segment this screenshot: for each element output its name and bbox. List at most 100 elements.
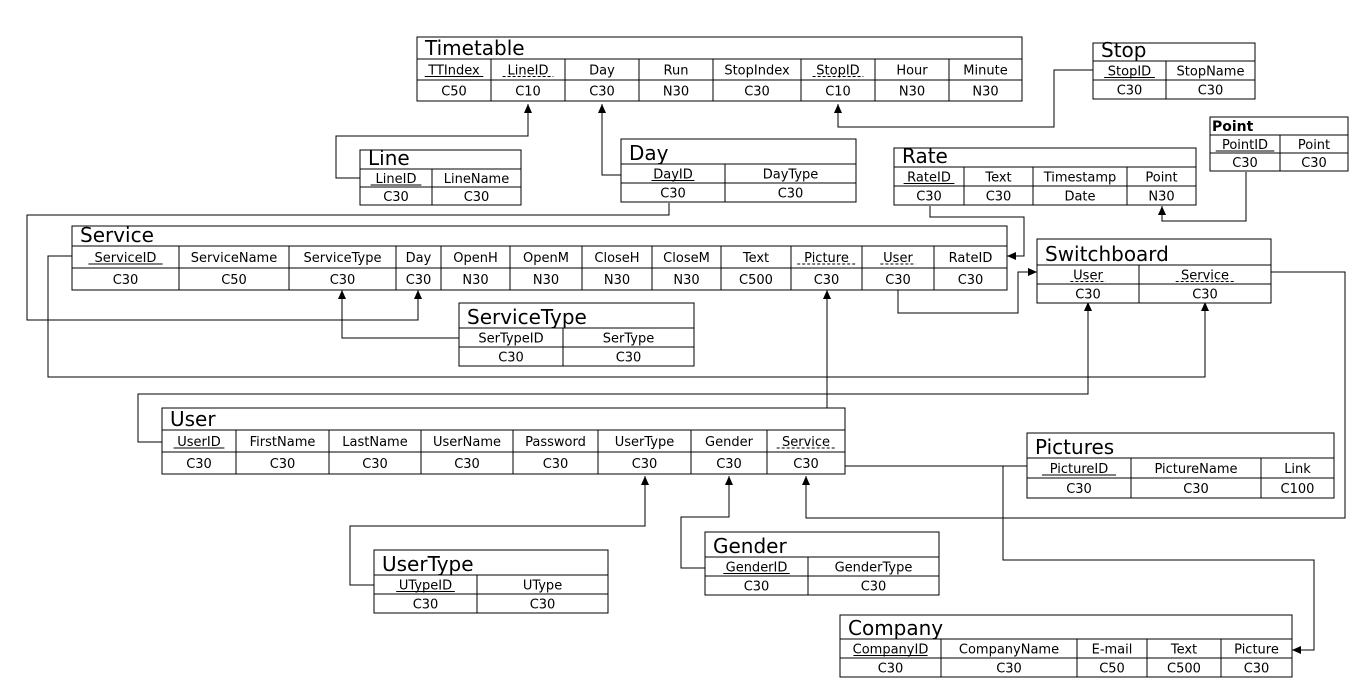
column-header: PictureID — [1050, 462, 1109, 477]
column-type: N30 — [604, 273, 630, 288]
column-type: C30 — [1066, 482, 1092, 497]
column-header: RateID — [949, 251, 993, 266]
column-type: C30 — [113, 273, 139, 288]
column-type: C30 — [778, 187, 804, 202]
column-header: UserID — [177, 435, 220, 450]
column-type: C100 — [1281, 482, 1315, 497]
column-header: UserName — [433, 435, 501, 450]
link-user-switchboard — [137, 302, 1092, 443]
column-header: StopID — [1108, 65, 1151, 80]
arrowhead-icon — [1028, 268, 1037, 276]
column-header: GenderType — [835, 561, 913, 576]
column-header: StopName — [1177, 65, 1245, 80]
column-type: C50 — [1099, 662, 1125, 677]
column-type: C30 — [1117, 84, 1143, 99]
column-type: C30 — [1192, 288, 1218, 303]
column-header: CloseH — [594, 251, 639, 266]
column-type: C30 — [632, 457, 658, 472]
column-header: GenderID — [726, 561, 788, 576]
column-header: StopIndex — [724, 64, 790, 79]
column-header: User — [883, 251, 913, 266]
column-header: Timestamp — [1043, 171, 1117, 186]
column-type: N30 — [673, 273, 699, 288]
column-header: Run — [664, 64, 689, 79]
link-rate-service — [929, 206, 1025, 260]
table-pictures: PicturesPictureIDC30PictureNameC30LinkC1… — [1026, 432, 1335, 499]
arrowhead-icon — [641, 476, 649, 485]
table-title: UserType — [382, 552, 474, 576]
column-type: C30 — [464, 190, 490, 205]
column-header: E-mail — [1092, 643, 1133, 658]
column-type: N30 — [972, 85, 998, 100]
link-line-timetable — [335, 104, 532, 179]
arrowhead-icon — [802, 476, 810, 485]
link-gender-user — [680, 476, 733, 569]
link-switchboard-user — [802, 271, 1346, 519]
arrowhead-icon — [823, 290, 831, 299]
link-pictures-company-2 — [1002, 466, 1315, 654]
column-type: C30 — [814, 273, 840, 288]
column-header: Password — [525, 435, 586, 450]
column-type: C30 — [996, 662, 1022, 677]
table-title: Rate — [902, 144, 948, 168]
column-type: C10 — [825, 85, 851, 100]
column-type: C10 — [515, 85, 541, 100]
arrowhead-icon — [524, 104, 532, 113]
arrowhead-icon — [1292, 646, 1301, 654]
arrowhead-icon — [598, 104, 606, 113]
table-title: Service — [80, 223, 154, 247]
column-type: C30 — [530, 598, 556, 613]
link-usertype-user — [349, 476, 649, 586]
column-header: LineName — [444, 172, 509, 187]
link-servicetype-service — [338, 290, 459, 339]
column-type: C30 — [589, 85, 615, 100]
column-header: LineID — [376, 172, 417, 187]
column-header: LineID — [508, 64, 549, 79]
column-header: Minute — [963, 64, 1007, 79]
column-header: Gender — [705, 435, 754, 450]
arrowhead-icon — [1084, 302, 1092, 311]
column-header: Text — [1170, 643, 1197, 658]
column-type: C30 — [1232, 156, 1258, 171]
column-header: ServiceType — [304, 251, 382, 266]
entity-tables: TimetableTTIndexC50LineIDC10DayC30RunN30… — [71, 36, 1349, 678]
arrowhead-icon — [1201, 302, 1209, 311]
table-title: ServiceType — [467, 305, 587, 329]
column-type: C30 — [270, 457, 296, 472]
column-header: Link — [1284, 462, 1311, 477]
column-header: Point — [1145, 171, 1177, 186]
link-service-switchboard — [897, 268, 1037, 314]
column-type: N30 — [663, 85, 689, 100]
column-type: C500 — [739, 273, 773, 288]
column-type: C50 — [221, 273, 247, 288]
column-header: CompanyID — [853, 643, 929, 658]
table-title: Company — [848, 616, 943, 640]
column-type: C50 — [441, 85, 467, 100]
arrowhead-icon — [414, 290, 422, 299]
column-type: Date — [1064, 190, 1095, 205]
column-header: Point — [1298, 138, 1330, 153]
table-title: Gender — [713, 534, 787, 558]
column-header: ServiceName — [191, 251, 277, 266]
column-header: Service — [782, 435, 830, 450]
table-title: User — [170, 407, 216, 431]
table-company: CompanyCompanyIDC30CompanyNameC30E-mailC… — [839, 614, 1293, 678]
column-type: C30 — [543, 457, 569, 472]
column-header: SerType — [603, 332, 654, 347]
column-header: Day — [589, 64, 615, 79]
column-type: C30 — [330, 273, 356, 288]
column-header: StopID — [816, 64, 859, 79]
link-serviceid-switchboard — [47, 255, 1209, 378]
table-title: Line — [368, 146, 410, 170]
column-header: OpenM — [523, 251, 569, 266]
column-type: C30 — [1244, 662, 1270, 677]
column-header: LastName — [342, 435, 407, 450]
arrowhead-icon — [1158, 206, 1166, 215]
column-header: PointID — [1222, 138, 1268, 153]
column-type: C30 — [916, 190, 942, 205]
